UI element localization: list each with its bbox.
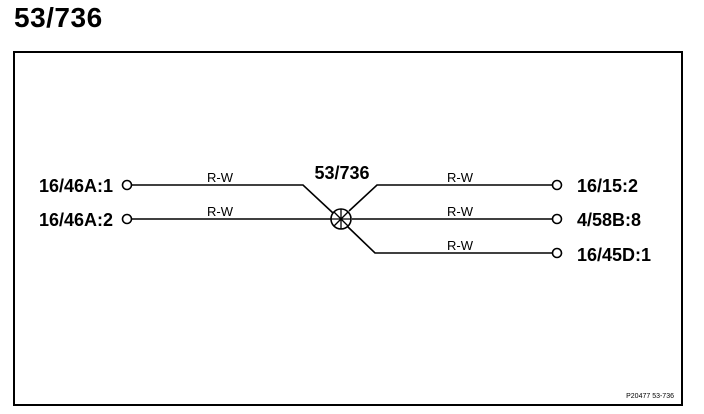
connector-label-right-1: 16/15:2 <box>577 176 638 196</box>
connector-label-left-2: 16/46A:2 <box>39 210 113 230</box>
right-wire-3 <box>347 226 552 254</box>
left-wire-1 <box>132 184 334 214</box>
terminal-icon <box>121 179 133 191</box>
terminal-icon <box>121 213 133 225</box>
wire-color-label: R-W <box>207 170 234 185</box>
connector-label-right-2: 4/58B:8 <box>577 210 641 230</box>
reference-code: P20477 53-736 <box>626 393 674 400</box>
terminal-icon <box>551 213 563 225</box>
diagram-frame <box>13 51 683 406</box>
right-wire-1 <box>348 184 552 212</box>
wire-color-label: R-W <box>447 170 474 185</box>
wire-color-label: R-W <box>207 204 234 219</box>
splice-icon <box>330 208 352 230</box>
wire-color-label: R-W <box>447 238 474 253</box>
wire-color-label: R-W <box>447 204 474 219</box>
connector-label-left-1: 16/46A:1 <box>39 176 113 196</box>
terminal-icon <box>551 247 563 259</box>
page-title: 53/736 <box>14 2 103 33</box>
connector-label-right-3: 16/45D:1 <box>577 245 651 265</box>
splice-label: 53/736 <box>314 163 369 183</box>
terminal-icon <box>551 179 563 191</box>
